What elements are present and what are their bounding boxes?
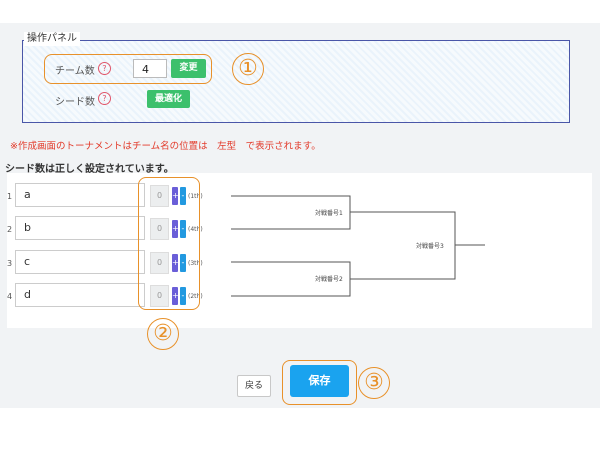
save-highlight bbox=[282, 360, 357, 405]
seed-count-label: シード数 bbox=[55, 97, 95, 108]
seed-value: 0 bbox=[150, 285, 169, 307]
callout-2: ② bbox=[147, 318, 179, 350]
match-label-1: 対戦番号1 bbox=[315, 210, 343, 217]
position-label: (2th) bbox=[188, 293, 203, 300]
seed-plus-button[interactable]: + bbox=[172, 220, 179, 238]
seed-plus-button[interactable]: + bbox=[172, 187, 179, 205]
callout-1: ① bbox=[232, 53, 264, 85]
callout-3: ③ bbox=[358, 367, 390, 399]
save-button[interactable]: 保存 bbox=[290, 365, 349, 397]
seed-plus-button[interactable]: + bbox=[172, 254, 179, 272]
team-name-input[interactable]: b bbox=[15, 216, 145, 240]
back-button[interactable]: 戻る bbox=[237, 375, 271, 397]
team-count-input[interactable]: 4 bbox=[133, 59, 167, 78]
row-number: 3 bbox=[7, 259, 13, 268]
panel-title: 操作パネル bbox=[24, 32, 80, 46]
operation-panel bbox=[22, 40, 570, 123]
seed-minus-button[interactable]: - bbox=[180, 187, 186, 205]
match-label-3: 対戦番号3 bbox=[416, 243, 444, 250]
row-number: 4 bbox=[7, 292, 13, 301]
seed-minus-button[interactable]: - bbox=[180, 254, 186, 272]
team-count-highlight bbox=[44, 54, 212, 84]
seed-value: 0 bbox=[150, 252, 169, 274]
warning-text: ※作成画面のトーナメントはチーム名の位置は 左型 で表示されます。 bbox=[10, 141, 321, 152]
position-label: (1th) bbox=[188, 193, 203, 200]
change-button[interactable]: 変更 bbox=[171, 59, 206, 78]
row-number: 1 bbox=[7, 192, 13, 201]
seed-minus-button[interactable]: - bbox=[180, 287, 186, 305]
team-name-input[interactable]: d bbox=[15, 283, 145, 307]
team-name-input[interactable]: c bbox=[15, 250, 145, 274]
row-number: 2 bbox=[7, 225, 13, 234]
team-name-input[interactable]: a bbox=[15, 183, 145, 207]
seed-value: 0 bbox=[150, 218, 169, 240]
seed-status: シード数は正しく設定されています。 bbox=[5, 164, 174, 175]
seed-plus-button[interactable]: + bbox=[172, 287, 179, 305]
team-count-help-icon[interactable]: ? bbox=[98, 62, 111, 75]
seed-value: 0 bbox=[150, 185, 169, 207]
match-label-2: 対戦番号2 bbox=[315, 276, 343, 283]
seed-controls-highlight bbox=[138, 177, 200, 310]
seed-count-help-icon[interactable]: ? bbox=[98, 92, 111, 105]
position-label: (4th) bbox=[188, 226, 203, 233]
team-count-label: チーム数 bbox=[55, 66, 95, 77]
seed-minus-button[interactable]: - bbox=[180, 220, 186, 238]
optimize-button[interactable]: 最適化 bbox=[147, 90, 190, 108]
position-label: (3th) bbox=[188, 260, 203, 267]
